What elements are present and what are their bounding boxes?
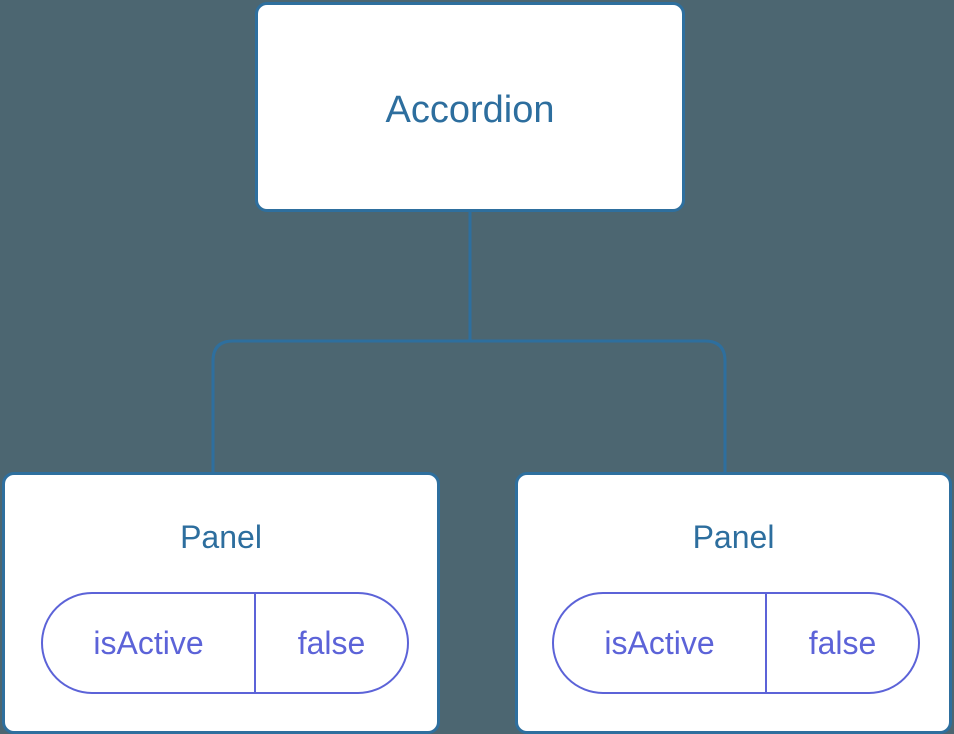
edge-accordion-to-panel-0 <box>211 339 470 474</box>
component-node-accordion[interactable]: Accordion <box>255 2 685 212</box>
prop-value: false <box>297 624 366 661</box>
component-node-panel-0[interactable]: Panel isActive false <box>2 472 440 734</box>
prop-value: false <box>808 624 877 661</box>
prop-pill[interactable]: isActive false <box>552 592 920 694</box>
prop-pill[interactable]: isActive false <box>41 592 409 694</box>
prop-key: isActive <box>43 594 256 692</box>
edge-accordion-to-panel-1 <box>470 339 727 474</box>
prop-key: isActive <box>554 594 767 692</box>
component-node-title: Accordion <box>385 89 555 131</box>
component-node-panel-1[interactable]: Panel isActive false <box>515 472 952 734</box>
component-node-title: Panel <box>692 519 775 555</box>
component-node-title: Panel <box>180 519 262 555</box>
